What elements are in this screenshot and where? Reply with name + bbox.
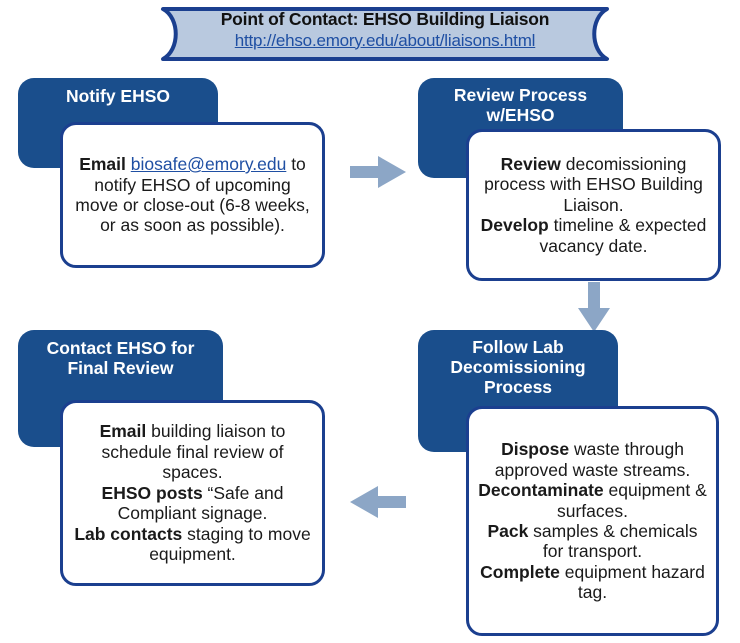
banner-ribbon-shape <box>161 7 609 61</box>
step-notify-ehso-header-label: Notify EHSO <box>65 86 171 106</box>
point-of-contact-banner: Point of Contact: EHSO Building Liaison … <box>160 6 610 62</box>
step-follow-decomissioning-body: Dispose waste through approved waste str… <box>466 406 719 636</box>
step-review-process-header-label: Review Process w/EHSO <box>453 85 588 125</box>
arrow-notify-to-review <box>350 156 406 188</box>
step-review-process-body-text: Review decomissioning process with EHSO … <box>480 153 707 256</box>
step-contact-final-review-header-label: Contact EHSO for Final Review <box>46 338 195 378</box>
step-follow-decomissioning-header-label: Follow Lab Decomissioning Process <box>450 337 586 397</box>
arrow-review-to-follow <box>578 282 610 332</box>
banner-link[interactable]: http://ehso.emory.edu/about/liaisons.htm… <box>234 30 536 50</box>
step-notify-ehso-body-text: Email biosafe@emory.edu to notify EHSO o… <box>75 154 310 236</box>
step-notify-ehso-body: Email biosafe@emory.edu to notify EHSO o… <box>60 122 325 268</box>
step-review-process-body: Review decomissioning process with EHSO … <box>466 129 721 281</box>
banner-text-block: Point of Contact: EHSO Building Liaison … <box>194 9 576 50</box>
biosafe-email-link[interactable]: biosafe@emory.edu <box>130 154 287 175</box>
step-follow-decomissioning-body-text: Dispose waste through approved waste str… <box>478 439 707 603</box>
step-contact-final-review-body-text: Email building liaison to schedule final… <box>74 421 311 565</box>
arrow-follow-to-contact <box>350 486 406 518</box>
step-contact-final-review-body: Email building liaison to schedule final… <box>60 400 325 586</box>
banner-title: Point of Contact: EHSO Building Liaison <box>220 9 550 29</box>
